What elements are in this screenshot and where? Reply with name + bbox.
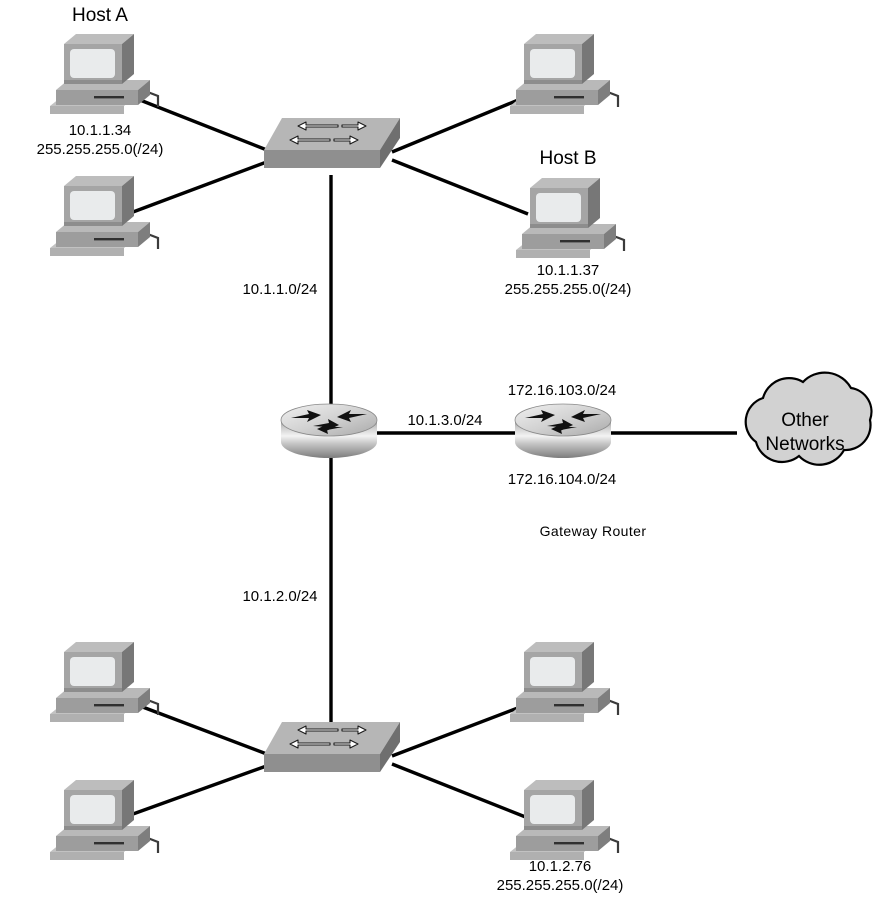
link-host-bottomleft-upper-to-switch-bottom xyxy=(139,704,273,758)
router-icon-gateway xyxy=(514,403,612,459)
pc-icon-host-top-left-lower xyxy=(48,174,160,258)
host-b-label: Host B xyxy=(539,148,597,169)
host-bottom-right-lower-ip-label: 10.1.2.76 xyxy=(528,858,592,875)
host-bottom-right-lower-mask-label: 255.255.255.0(/24) xyxy=(496,877,624,894)
pc-icon-host-top-right-upper xyxy=(508,32,620,116)
pc-icon-host-b xyxy=(514,176,626,260)
pc-icon-host-bottom-right-upper xyxy=(508,640,620,724)
gateway-router-label: Gateway Router xyxy=(539,523,647,539)
interface-label-172-16-103-0: 172.16.103.0/24 xyxy=(507,382,617,399)
link-label-10-1-3-0: 10.1.3.0/24 xyxy=(407,412,483,429)
host-a-ip-label: 10.1.1.34 xyxy=(68,122,132,139)
pc-icon-host-bottom-left-upper xyxy=(48,640,160,724)
cloud-label-line1: Other xyxy=(781,410,829,431)
link-host-topleft-lower-to-switch-top xyxy=(132,158,273,214)
link-label-10-1-2-0: 10.1.2.0/24 xyxy=(242,588,318,605)
pc-icon-host-bottom-right-lower xyxy=(508,778,620,862)
router-icon-internal xyxy=(280,403,378,459)
link-host-bottomright-lower-to-switch-bottom xyxy=(391,762,529,820)
link-hostB-to-switch-top xyxy=(391,158,529,216)
link-label-10-1-1-0: 10.1.1.0/24 xyxy=(242,281,318,298)
host-b-mask-label: 255.255.255.0(/24) xyxy=(504,281,632,298)
host-a-label: Host A xyxy=(72,5,128,26)
switch-icon-top xyxy=(263,117,401,169)
link-host-bottomright-upper-to-switch-bottom xyxy=(391,704,524,758)
link-hostA-to-switch-top xyxy=(139,98,273,154)
cloud-label-line2: Networks xyxy=(765,434,845,455)
connection-lines xyxy=(132,96,737,820)
switch-icon-bottom xyxy=(263,721,401,773)
link-host-topright-upper-to-switch-top xyxy=(391,96,524,154)
cloud-other-networks xyxy=(744,371,873,466)
interface-label-172-16-104-0: 172.16.104.0/24 xyxy=(507,471,617,488)
link-host-bottomleft-lower-to-switch-bottom xyxy=(132,762,273,816)
host-b-ip-label: 10.1.1.37 xyxy=(536,262,600,279)
host-a-mask-label: 255.255.255.0(/24) xyxy=(36,141,164,158)
pc-icon-host-bottom-left-lower xyxy=(48,778,160,862)
